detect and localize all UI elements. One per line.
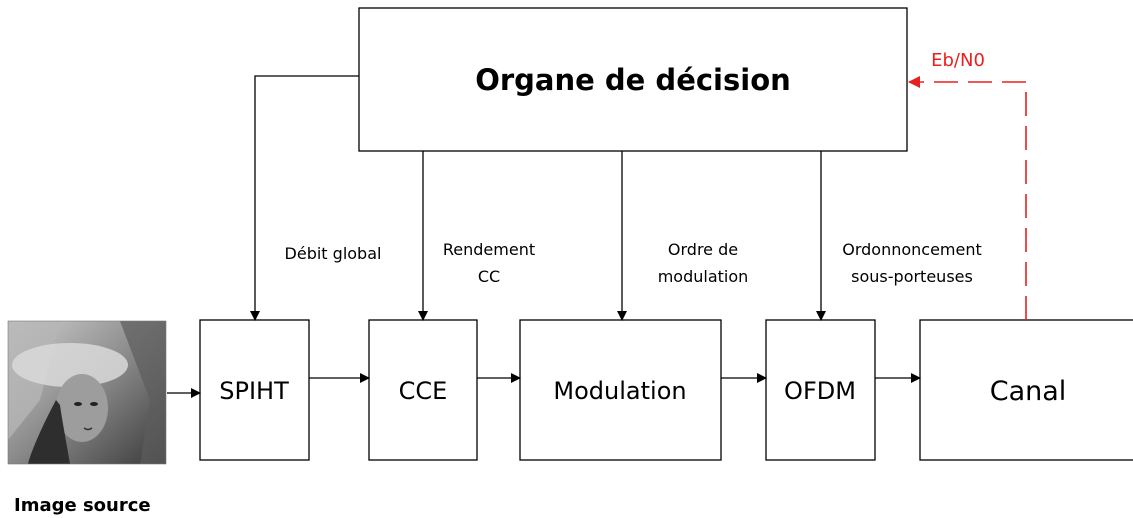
arrow-decision-to-spiht <box>250 75 359 321</box>
label-ordre-line1: Ordre de <box>668 240 738 259</box>
label-debit-global: Débit global <box>285 244 382 263</box>
decision-block: Organe de décision <box>358 7 908 152</box>
cce-label: CCE <box>399 377 448 405</box>
spiht-label: SPIHT <box>219 377 289 405</box>
feedback-arrow <box>908 76 1027 320</box>
canal-label: Canal <box>990 376 1067 407</box>
cce-block: CCE <box>368 319 478 461</box>
source-image <box>7 320 167 465</box>
canal-block: Canal <box>919 319 1133 461</box>
source-caption: Image source <box>14 495 151 516</box>
ofdm-label: OFDM <box>784 377 856 405</box>
label-rendement-line2: CC <box>478 267 500 286</box>
label-ordonnoncement-line2: sous-porteuses <box>851 267 973 286</box>
modulation-block: Modulation <box>519 319 722 461</box>
spiht-block: SPIHT <box>199 319 310 461</box>
feedback-label: Eb/N0 <box>931 50 985 71</box>
label-rendement-line1: Rendement <box>443 240 535 259</box>
ofdm-block: OFDM <box>765 319 876 461</box>
label-ordonnoncement-line1: Ordonnoncement <box>842 240 982 259</box>
decision-title: Organe de décision <box>475 63 791 97</box>
modulation-label: Modulation <box>553 377 686 405</box>
label-ordre-line2: modulation <box>658 267 749 286</box>
